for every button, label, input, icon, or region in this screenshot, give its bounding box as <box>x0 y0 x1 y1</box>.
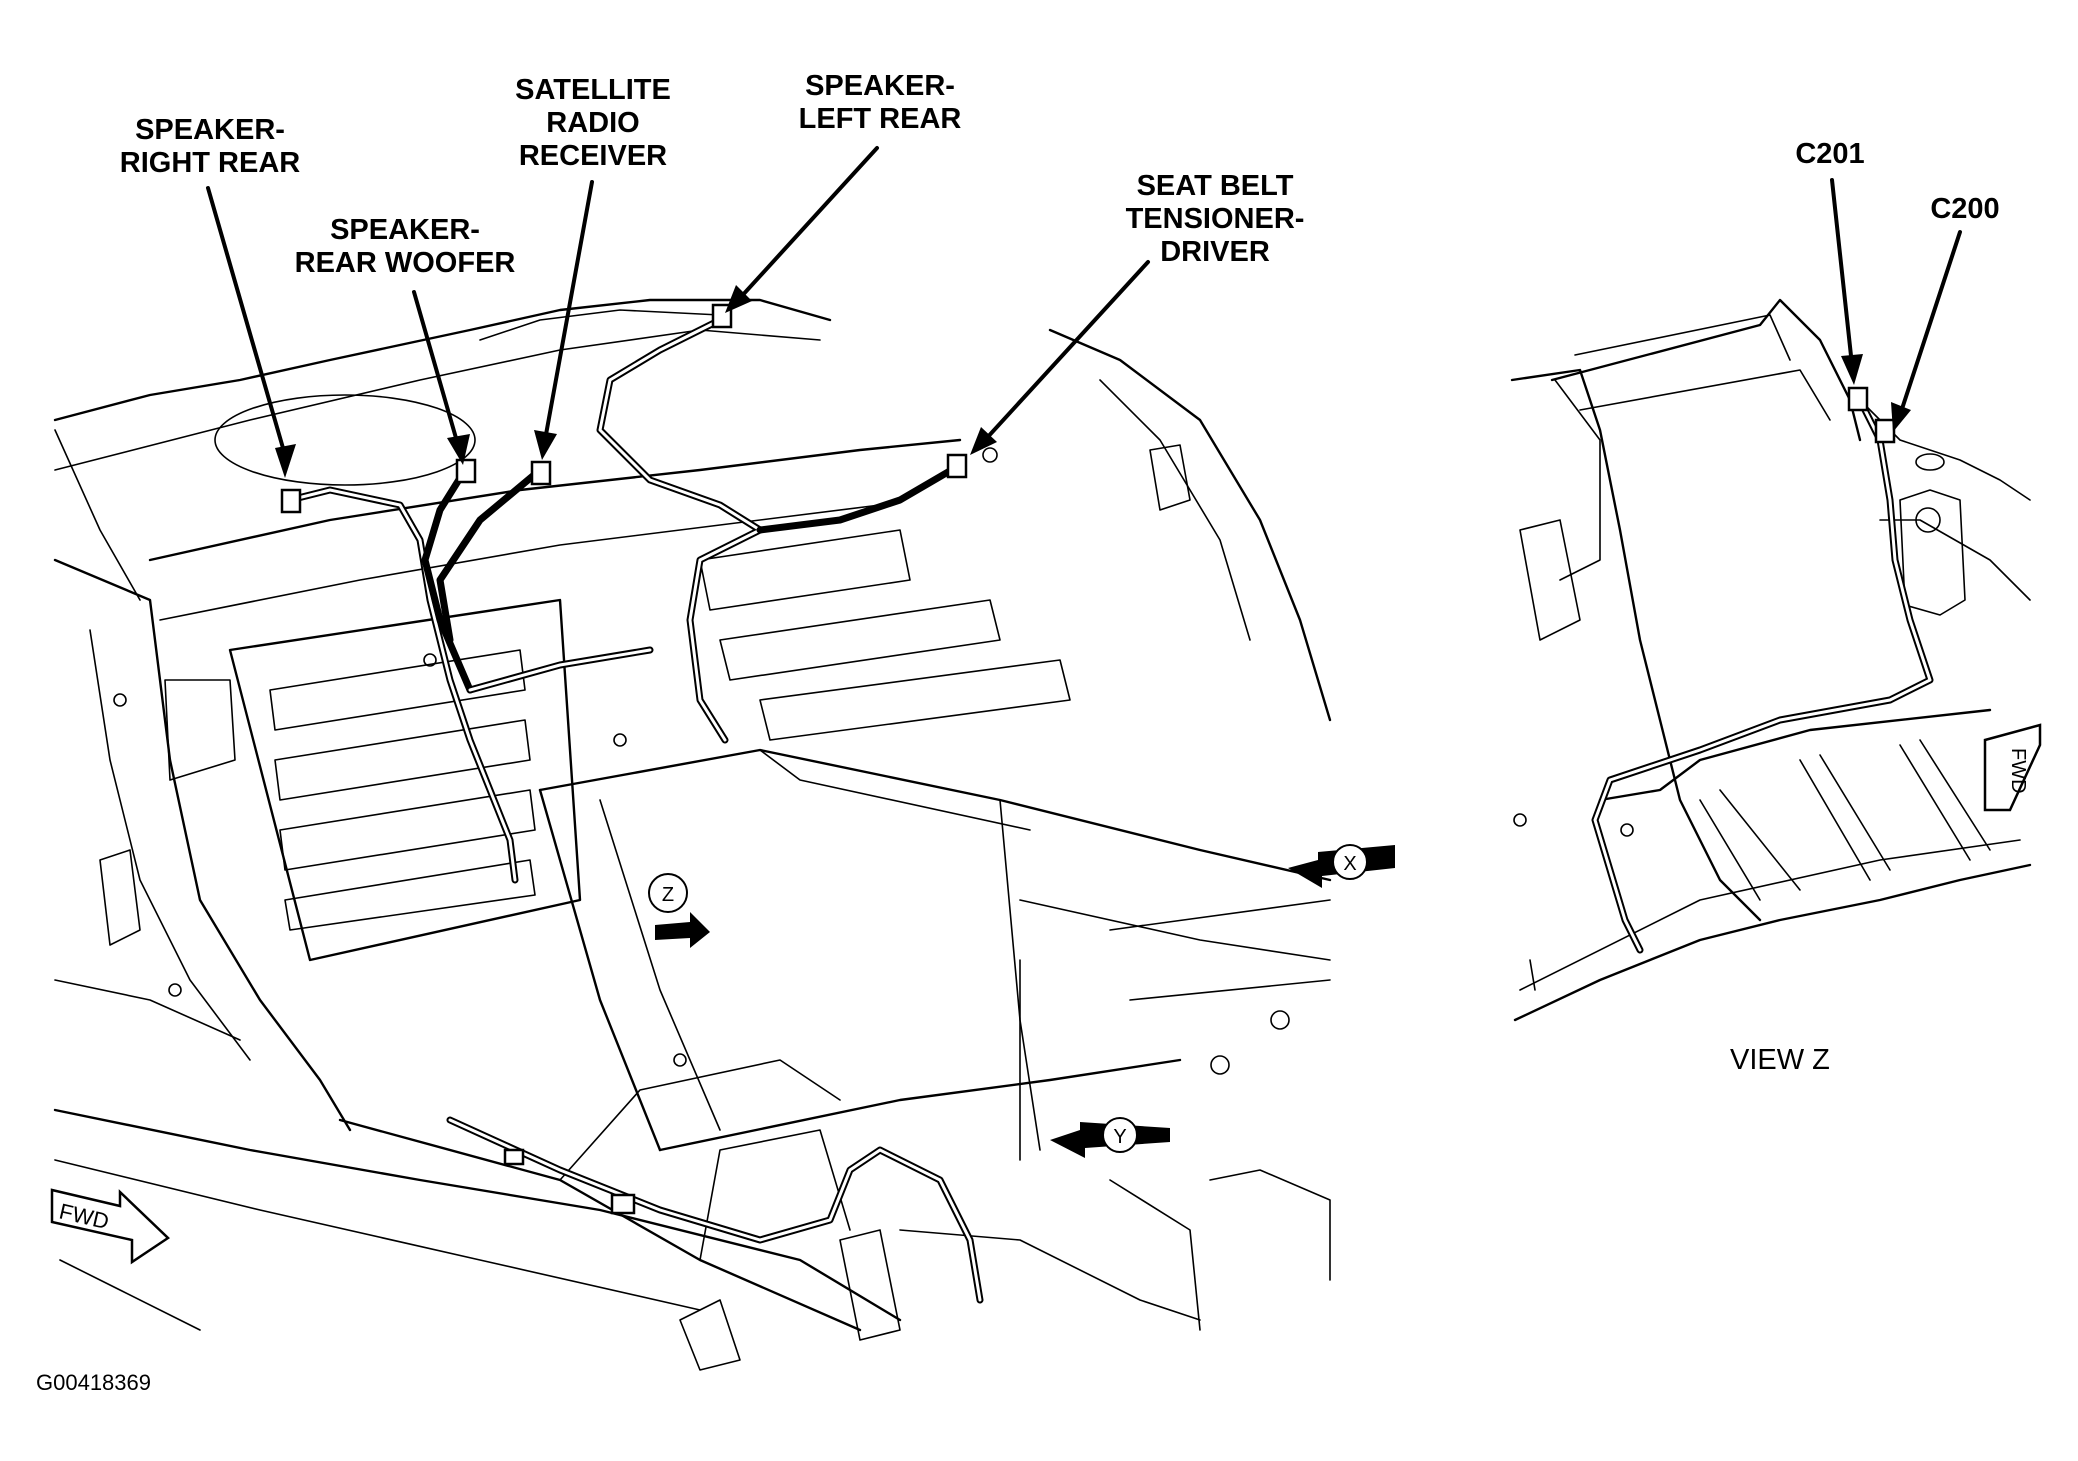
label-seat-belt-tensioner-driver-line3: DRIVER <box>1160 236 1270 268</box>
label-satellite-radio-receiver: SATELLITE RADIO RECEIVER <box>493 74 693 173</box>
vehicle-body-main <box>53 298 1332 1371</box>
label-connector-c201-text: C201 <box>1795 138 1865 170</box>
view-z-title: VIEW Z <box>1730 1044 1830 1076</box>
label-speaker-rear-woofer: SPEAKER- REAR WOOFER <box>285 214 525 280</box>
label-seat-belt-tensioner-driver-line1: SEAT BELT <box>1136 170 1294 202</box>
fwd-label-view-z: FWD <box>2007 748 2029 794</box>
label-connector-c200-text: C200 <box>1930 193 2000 225</box>
label-speaker-rear-woofer-line1: SPEAKER- <box>330 214 480 246</box>
label-seat-belt-tensioner-driver: SEAT BELT TENSIONER- DRIVER <box>1110 170 1320 269</box>
view-marker-y: Y <box>1050 1117 1170 1158</box>
fwd-arrow-main: FWD <box>50 1188 170 1265</box>
label-speaker-right-rear-line2: RIGHT REAR <box>119 147 301 179</box>
label-speaker-left-rear-line2: LEFT REAR <box>798 103 962 135</box>
label-connector-c201: C201 <box>1770 138 1890 171</box>
label-speaker-rear-woofer-line2: REAR WOOFER <box>294 247 516 279</box>
view-z-diagram: FWD <box>1510 178 2042 1022</box>
label-speaker-left-rear: SPEAKER- LEFT REAR <box>780 70 980 136</box>
label-connector-c200: C200 <box>1905 193 2025 226</box>
label-satellite-radio-receiver-line3: RECEIVER <box>518 140 668 172</box>
view-marker-z: Z <box>648 873 710 948</box>
view-marker-z-label: Z <box>662 884 674 906</box>
label-seat-belt-tensioner-driver-line2: TENSIONER- <box>1125 203 1305 235</box>
view-marker-x-label: X <box>1343 853 1356 875</box>
label-speaker-left-rear-line1: SPEAKER- <box>805 70 955 102</box>
figure-id: G00418369 <box>36 1370 151 1395</box>
leader-arrows-main <box>206 146 1150 478</box>
label-speaker-right-rear: SPEAKER- RIGHT REAR <box>110 114 310 180</box>
label-satellite-radio-receiver-line2: RADIO <box>546 107 640 139</box>
view-marker-x: X <box>1288 844 1395 888</box>
wiring-harness-main <box>280 303 984 1304</box>
label-speaker-right-rear-line1: SPEAKER- <box>135 114 285 146</box>
view-marker-y-label: Y <box>1113 1126 1126 1148</box>
label-satellite-radio-receiver-line1: SATELLITE <box>515 74 671 106</box>
